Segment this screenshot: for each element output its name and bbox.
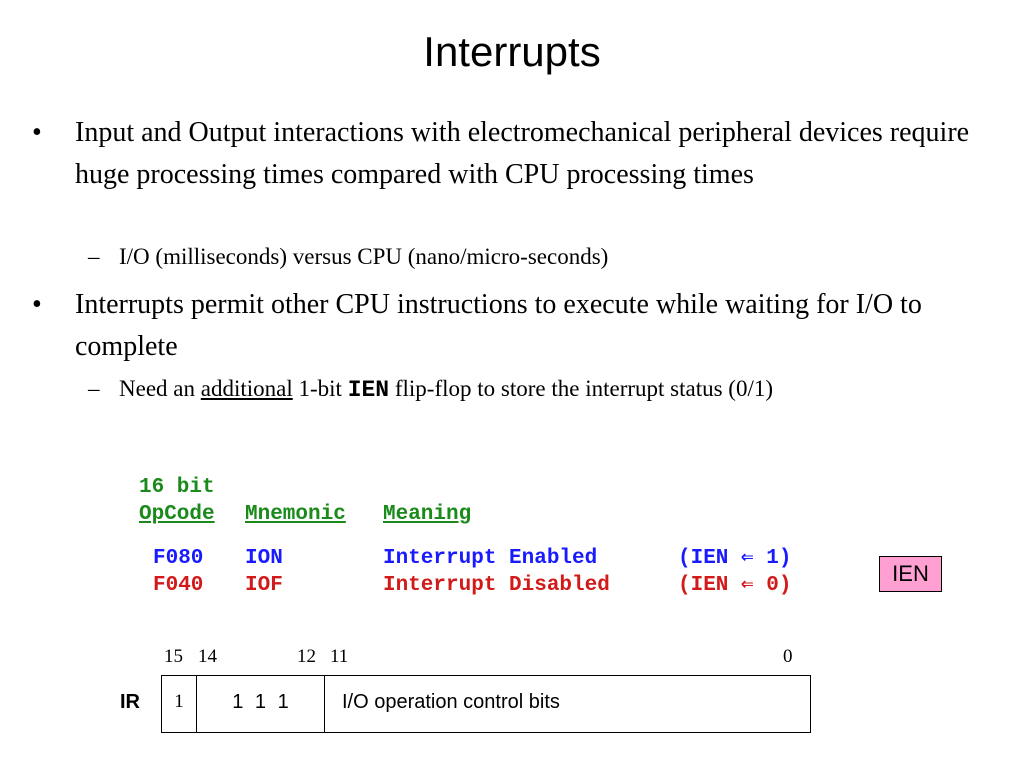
sub-bullet-text: Need an additional 1-bit IEN flip-flop t… — [119, 374, 773, 405]
header-opcode: OpCode — [139, 503, 215, 526]
bullet-text: Input and Output interactions with elect… — [75, 117, 970, 190]
ir-label: IR — [120, 691, 140, 713]
sub-bullet-marker: – — [88, 376, 100, 401]
effect-open: (IEN — [678, 547, 742, 570]
ir-field-bit15: 1 — [162, 676, 197, 732]
opcode-header-16bit: 16 bit — [139, 476, 215, 499]
sub-bullet-middle: 1-bit — [292, 376, 348, 401]
bit-number-11: 11 — [330, 646, 349, 667]
register-name: IEN — [347, 377, 390, 403]
opcode-f040: F040 — [153, 574, 204, 597]
instruction-register: 1 1 1 1 I/O operation control bits — [161, 675, 811, 733]
header-mnemonic: Mnemonic — [245, 503, 346, 526]
bit-number-14: 14 — [198, 646, 217, 667]
sub-bullet-prefix: Need an — [119, 376, 201, 401]
ien-flipflop-box: IEN — [879, 556, 942, 592]
bit-number-15: 15 — [164, 646, 183, 667]
sub-bullet-marker: – — [88, 244, 100, 269]
ir-field-opcode: 1 1 1 — [197, 676, 325, 732]
left-arrow-icon: ⇐ — [741, 547, 754, 570]
bullet-marker: • — [32, 289, 42, 320]
effect-ien-1: (IEN ⇐ 1) — [678, 545, 791, 573]
ir-field-io-control: I/O operation control bits — [342, 691, 560, 713]
bit-number-12: 12 — [297, 646, 316, 667]
bullet-text: Interrupts permit other CPU instructions… — [75, 289, 922, 362]
header-meaning: Meaning — [383, 503, 472, 526]
slide-title: Interrupts — [423, 28, 601, 75]
sub-bullet-text: I/O (milliseconds) versus CPU (nano/micr… — [119, 244, 609, 269]
bullet-marker: • — [32, 117, 42, 148]
meaning-interrupt-disabled: Interrupt Disabled — [383, 574, 610, 597]
mnemonic-ion: ION — [245, 547, 283, 570]
effect-value: 0) — [753, 574, 792, 597]
meaning-interrupt-enabled: Interrupt Enabled — [383, 547, 598, 570]
mnemonic-iof: IOF — [245, 574, 283, 597]
sub-bullet-suffix: flip-flop to store the interrupt status … — [389, 376, 774, 401]
opcode-f080: F080 — [153, 547, 204, 570]
effect-ien-0: (IEN ⇐ 0) — [678, 572, 791, 600]
bit-number-0: 0 — [783, 646, 793, 667]
effect-value: 1) — [753, 547, 792, 570]
underlined-word: additional — [200, 376, 293, 401]
effect-open: (IEN — [678, 574, 742, 597]
left-arrow-icon: ⇐ — [741, 574, 754, 597]
